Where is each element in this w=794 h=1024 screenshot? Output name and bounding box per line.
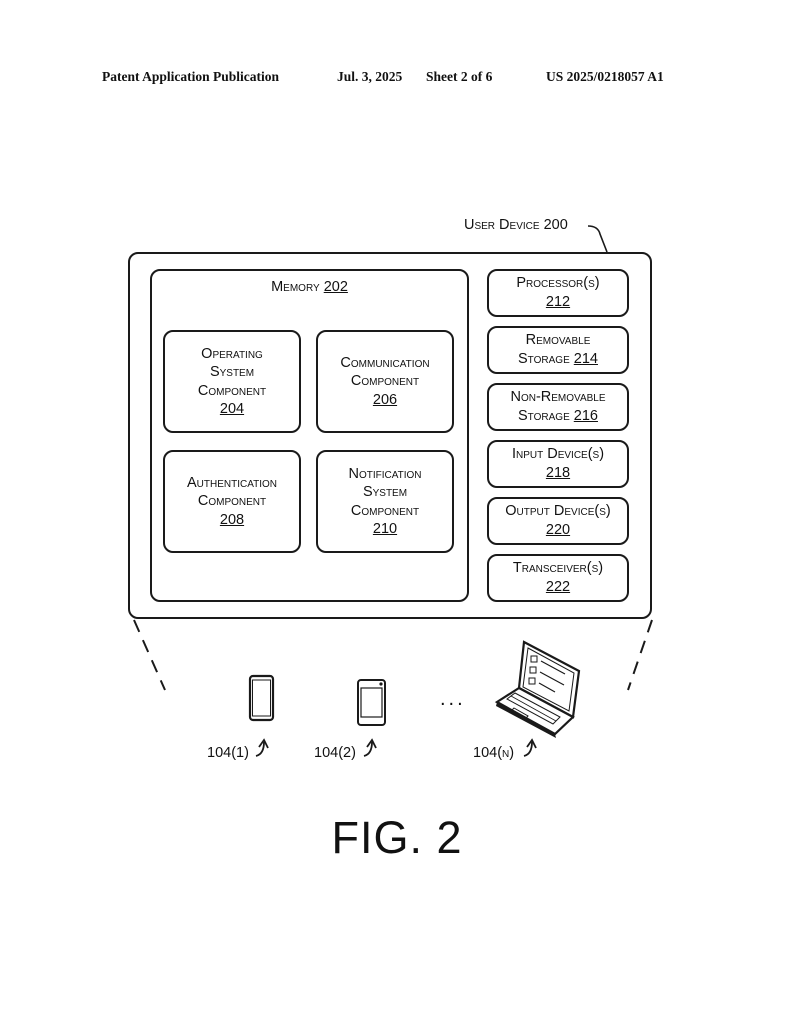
hardware-ref: 218 (545, 465, 571, 481)
removable-storage-box: Removable Storage 214 (487, 326, 629, 374)
output-devices-box: Output Device(s) 220 (487, 497, 629, 545)
hardware-ref: 216 (573, 408, 598, 424)
publication-type: Patent Application Publication (102, 69, 280, 84)
phone-icon (357, 679, 386, 726)
component-label-line: Notification (348, 465, 422, 482)
memory-ref: 202 (323, 279, 348, 295)
user-device-label: User Device 200 (464, 217, 568, 233)
hardware-label: Output Device(s) (505, 503, 611, 519)
operating-system-component: Operating System Component 204 (163, 330, 301, 433)
phone-icon (248, 674, 275, 722)
transceivers-box: Transceiver(s) 222 (487, 554, 629, 602)
hardware-label: Removable (525, 332, 591, 348)
non-removable-storage-box: Non-Removable Storage 216 (487, 383, 629, 431)
device-label-104-n: 104(n) (473, 745, 515, 761)
hardware-label: Transceiver(s) (512, 560, 604, 576)
component-label-line: Component (350, 373, 420, 390)
communication-component: Communication Component 206 (316, 330, 454, 433)
dashed-line-left (133, 619, 166, 691)
ellipsis: ... (440, 688, 466, 710)
component-label-line: System (362, 484, 408, 500)
component-ref: 210 (372, 521, 398, 537)
hardware-label: Processor(s) (516, 275, 600, 291)
hardware-label: Non-Removable (510, 389, 606, 405)
device-label-104-1: 104(1) (207, 745, 249, 761)
component-label-line: Operating (201, 345, 263, 362)
component-label-line: Authentication (186, 474, 278, 491)
notification-system-component: Notification System Component 210 (316, 450, 454, 553)
curved-arrow-icon (255, 738, 269, 757)
hardware-label: Storage (518, 351, 570, 367)
component-label-line: Component (350, 502, 420, 519)
hardware-ref: 222 (545, 579, 571, 595)
publication-number: US 2025/0218057 A1 (546, 69, 664, 84)
processor-box: Processor(s) 212 (487, 269, 629, 317)
memory-label-text: Memory (271, 279, 320, 295)
component-label-line: Component (197, 382, 267, 399)
curved-arrow-icon (523, 738, 537, 757)
curved-arrow-icon (363, 738, 377, 757)
authentication-component: Authentication Component 208 (163, 450, 301, 553)
input-devices-box: Input Device(s) 218 (487, 440, 629, 488)
dashed-line-right (627, 619, 653, 691)
component-label-line: Component (197, 493, 267, 510)
publication-date: Jul. 3, 2025 (337, 69, 403, 84)
figure-label: FIG. 2 (331, 812, 463, 863)
component-ref: 204 (219, 401, 245, 417)
hardware-label: Storage (518, 408, 570, 424)
component-ref: 208 (219, 511, 245, 528)
memory-label: Memory 202 (152, 279, 467, 295)
component-label-line: Communication (340, 354, 430, 371)
hardware-ref: 214 (573, 351, 598, 367)
device-label-104-2: 104(2) (314, 745, 356, 761)
component-label-line: System (209, 364, 255, 380)
laptop-icon (494, 640, 581, 738)
component-ref: 206 (372, 391, 398, 408)
hardware-label: Input Device(s) (511, 446, 605, 462)
sheet-number: Sheet 2 of 6 (426, 69, 493, 84)
hardware-ref: 212 (545, 294, 571, 310)
hardware-ref: 220 (545, 522, 571, 538)
